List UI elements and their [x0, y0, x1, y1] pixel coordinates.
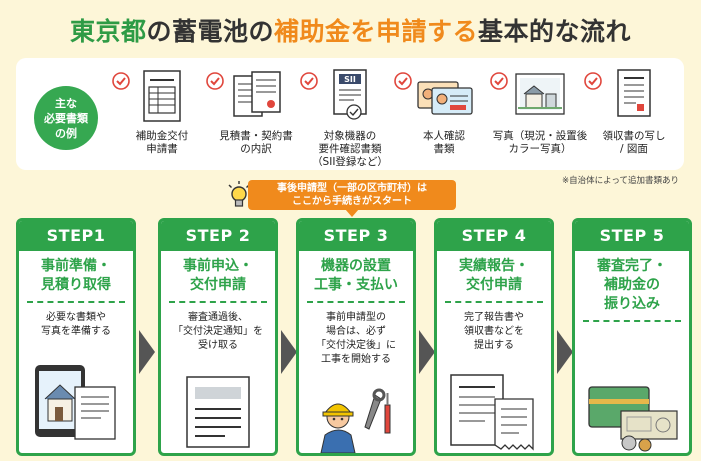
check-icon [300, 72, 318, 90]
receipt-icon [617, 69, 651, 117]
step-arrow-icon [419, 330, 435, 374]
money-bankbook-icon [588, 386, 678, 452]
check-icon [206, 72, 224, 90]
step-1-card: STEP1 事前準備・ 見積り取得 必要な書類や 写真を準備する [16, 218, 136, 456]
tablet-documents-icon [35, 365, 116, 440]
badge-line: の例 [55, 126, 77, 140]
check-icon [490, 72, 508, 90]
check-icon [112, 72, 130, 90]
step-3-card: STEP 3 機器の設置 工事・支払い 事前申請型の 場合は、必ず 「交付決定後… [296, 218, 416, 456]
step-title: 事前申込・ 交付申請 [169, 257, 267, 303]
additional-docs-note: ※自治体によって追加書類あり [562, 176, 679, 186]
doc-item-estimate-contract: 見積書・契約書 の内訳 [206, 66, 306, 170]
photo-icon [515, 73, 565, 115]
step-title: 審査完了・ 補助金の 振り込み [583, 257, 681, 322]
lightbulb-icon [228, 181, 250, 207]
title-part-battery: の蓄電池の [146, 17, 274, 46]
badge-line: 必要書類 [44, 111, 88, 125]
step-heading: STEP 2 [161, 221, 275, 251]
badge-line: 主な [55, 96, 77, 110]
doc-label: 対象機器の 要件確認書類 （SII登録など） [312, 130, 388, 168]
step-description: 審査通過後、 「交付決定通知」を 受け取る [173, 312, 263, 351]
doc-item-identity: 本人確認 書類 [394, 66, 494, 170]
step-2-card: STEP 2 事前申込・ 交付申請 審査通過後、 「交付決定通知」を 受け取る [158, 218, 278, 456]
doc-item-receipt: 領収書の写し / 図面 [584, 66, 684, 170]
required-documents-badge: 主な 必要書類 の例 [34, 86, 98, 150]
step-description: 必要な書類や 写真を準備する [41, 312, 111, 337]
title-part-tokyo: 東京都 [69, 17, 147, 46]
check-icon [584, 72, 602, 90]
step-heading: STEP 4 [437, 221, 551, 251]
step-5-card: STEP 5 審査完了・ 補助金の 振り込み [572, 218, 692, 456]
step-arrow-icon [281, 330, 297, 374]
construction-worker-icon [320, 388, 391, 453]
title-part-flow: 基本的な流れ [478, 17, 632, 46]
doc-label: 補助金交付 申請書 [135, 130, 189, 155]
title-part-subsidy: 補助金を申請する [274, 17, 479, 46]
step-4-card: STEP 4 実績報告・ 交付申請 完了報告書や 領収書などを 提出する [434, 218, 554, 456]
step-heading: STEP1 [19, 221, 133, 251]
step-heading: STEP 5 [575, 221, 689, 251]
page-title: 東京都の蓄電池の補助金を申請する基本的な流れ [0, 12, 701, 48]
step-arrow-icon [557, 330, 573, 374]
required-documents-panel: 主な 必要書類 の例 補助金交付 申請書 見積書・契約書 の内訳 [16, 58, 684, 170]
doc-label: 本人確認 書類 [423, 130, 465, 155]
doc-item-application-form: 補助金交付 申請書 [112, 66, 212, 170]
check-icon [394, 72, 412, 90]
doc-item-sii-certificate: SII 対象機器の 要件確認書類 （SII登録など） [300, 66, 400, 170]
notice-document-icon [186, 376, 250, 448]
step-title: 機器の設置 工事・支払い [307, 257, 405, 303]
sii-certificate-icon: SII [333, 69, 367, 120]
step-title: 事前準備・ 見積り取得 [27, 257, 125, 303]
step-description: 事前申請型の 場合は、必ず 「交付決定後」に 工事を開始する [316, 312, 396, 365]
step-title: 実績報告・ 交付申請 [445, 257, 543, 303]
doc-item-photo: 写真（現況・設置後 カラー写真） [490, 66, 590, 170]
estimate-contract-icon [233, 71, 281, 117]
id-card-icon [417, 81, 473, 115]
sii-label: SII [344, 75, 356, 84]
doc-label: 写真（現況・設置後 カラー写真） [492, 130, 588, 155]
doc-label: 見積書・契約書 の内訳 [219, 130, 293, 155]
post-application-callout: 事後申請型（一部の区市町村）は ここから手続きがスタート [248, 180, 456, 210]
doc-label: 領収書の写し / 図面 [602, 130, 666, 155]
step-description: 完了報告書や 領収書などを 提出する [464, 312, 524, 351]
form-document-icon [143, 70, 181, 122]
callout-pointer [345, 209, 359, 217]
step-arrow-icon [139, 330, 155, 374]
report-receipt-icon [450, 374, 534, 451]
step-heading: STEP 3 [299, 221, 413, 251]
